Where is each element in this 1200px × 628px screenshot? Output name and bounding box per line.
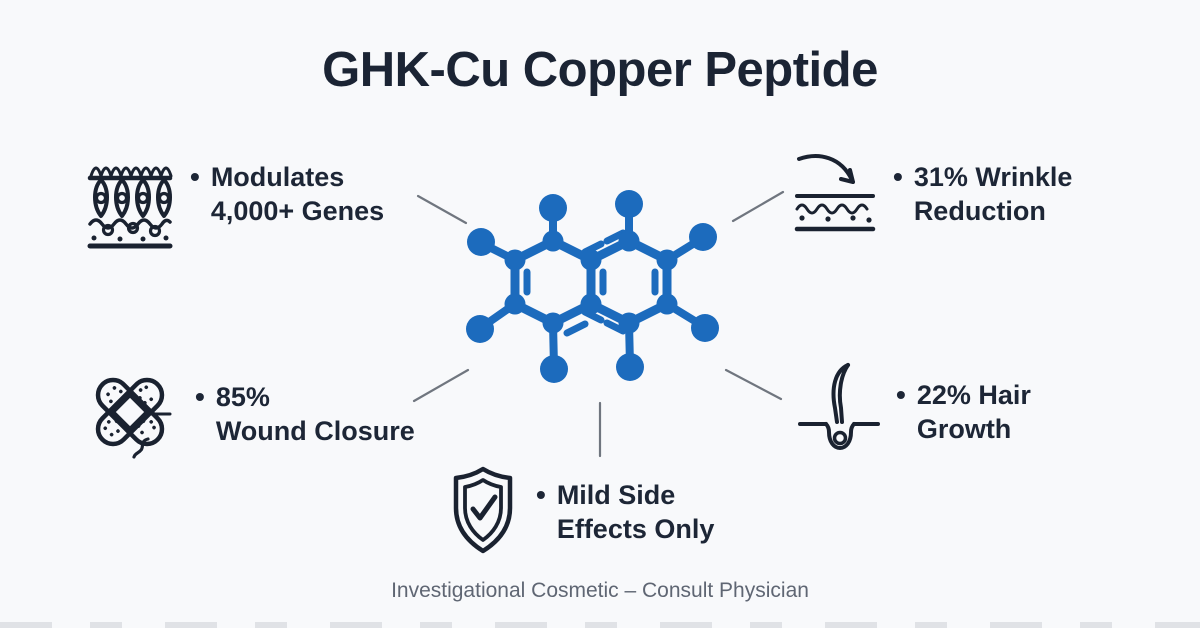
page-title: GHK-Cu Copper Peptide <box>322 43 878 97</box>
bullet-dot: • <box>896 379 906 410</box>
callout-side-effects-line1: Mild Side <box>556 480 676 510</box>
callout-side-effects: • Mild Side Effects Only <box>446 464 714 561</box>
callout-genes-line1: Modulates <box>210 162 345 192</box>
callout-wrinkle-line1: 31% Wrinkle <box>913 162 1073 192</box>
callout-wound: • 85% Wound Closure <box>84 368 415 468</box>
callout-wrinkle: • 31% Wrinkle Reduction <box>793 150 1072 243</box>
shield-check-icon <box>446 464 520 561</box>
callout-hair-line2: Growth <box>916 414 1012 444</box>
skin-cell-layer-icon <box>86 150 174 255</box>
crossed-bandage-icon <box>84 368 179 468</box>
bullet-dot: • <box>190 161 200 192</box>
cropped-text-artifact <box>0 622 1200 628</box>
callout-wound-line2: Wound Closure <box>215 416 415 446</box>
callout-hair-line1: 22% Hair <box>916 380 1031 410</box>
disclaimer-text: Investigational Cosmetic – Consult Physi… <box>391 579 809 602</box>
molecule-structure <box>466 190 719 383</box>
callout-side-effects-line2: Effects Only <box>556 514 715 544</box>
callout-hair: • 22% Hair Growth <box>798 362 1031 459</box>
callout-wrinkle-line2: Reduction <box>913 196 1046 226</box>
callout-genes: • Modulates 4,000+ Genes <box>86 150 384 255</box>
hair-follicle-icon <box>798 362 880 459</box>
bullet-dot: • <box>195 381 205 412</box>
bullet-dot: • <box>536 479 546 510</box>
callout-genes-line2: 4,000+ Genes <box>210 196 385 226</box>
arrow-into-skin-icon <box>793 150 877 243</box>
bullet-dot: • <box>893 161 903 192</box>
callout-wound-line1: 85% <box>215 382 270 412</box>
